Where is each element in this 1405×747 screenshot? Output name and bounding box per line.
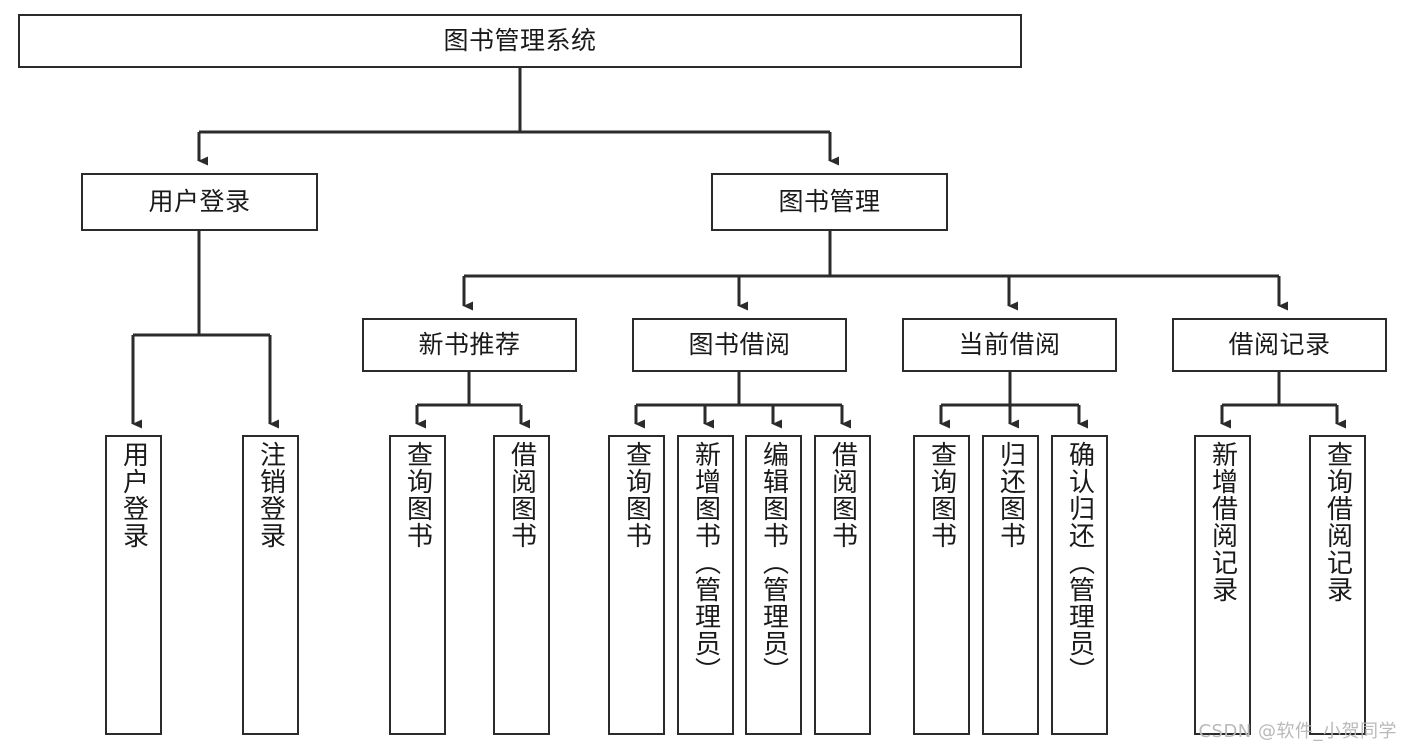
node-label: 查询图书 [621, 441, 652, 549]
node-label: 用户登录 [118, 441, 149, 549]
watermark-text: CSDN @软件_小贺同学 [1198, 721, 1397, 742]
leaf-borrow-book[interactable]: 借阅图书 [814, 435, 871, 735]
node-label: 图书借阅 [688, 329, 791, 359]
node-label: 用户登录 [148, 186, 251, 216]
node-label: 借阅图书 [827, 441, 858, 549]
node-label: 注销登录 [255, 441, 286, 549]
node-label: 当前借阅 [958, 329, 1061, 359]
leaf-add-borrow-record[interactable]: 新增借阅记录 [1194, 435, 1251, 735]
node-label: 图书管理系统 [443, 25, 597, 55]
leaf-confirm-return[interactable]: 确认归还（管理员） [1051, 435, 1108, 735]
node-label: 借阅记录 [1228, 329, 1331, 359]
node-book-manage[interactable]: 图书管理 [711, 173, 948, 231]
leaf-query-borrow-record[interactable]: 查询借阅记录 [1309, 435, 1366, 735]
leaf-add-book[interactable]: 新增图书（管理员） [677, 435, 734, 735]
leaf-query-book-recommend[interactable]: 查询图书 [389, 435, 446, 735]
node-new-book-recommend[interactable]: 新书推荐 [362, 318, 577, 372]
node-label: 新增图书（管理员） [690, 441, 721, 684]
node-label: 新增借阅记录 [1207, 441, 1238, 603]
node-label: 图书管理 [778, 186, 881, 216]
node-user-login[interactable]: 用户登录 [81, 173, 318, 231]
leaf-query-book-current[interactable]: 查询图书 [913, 435, 970, 735]
node-label: 查询图书 [926, 441, 957, 549]
node-label: 确认归还（管理员） [1064, 441, 1095, 684]
node-label: 新书推荐 [418, 329, 521, 359]
node-label: 查询图书 [402, 441, 433, 549]
node-label: 编辑图书（管理员） [758, 441, 789, 684]
node-borrow-record[interactable]: 借阅记录 [1172, 318, 1387, 372]
node-book-borrow[interactable]: 图书借阅 [632, 318, 847, 372]
leaf-borrow-book-recommend[interactable]: 借阅图书 [493, 435, 550, 735]
leaf-user-login[interactable]: 用户登录 [105, 435, 162, 735]
node-current-borrow[interactable]: 当前借阅 [902, 318, 1117, 372]
node-label: 归还图书 [995, 441, 1026, 549]
node-label: 查询借阅记录 [1322, 441, 1353, 603]
leaf-logout-login[interactable]: 注销登录 [242, 435, 299, 735]
leaf-query-book-borrow[interactable]: 查询图书 [608, 435, 665, 735]
node-root-system[interactable]: 图书管理系统 [18, 14, 1022, 68]
node-label: 借阅图书 [506, 441, 537, 549]
leaf-return-book[interactable]: 归还图书 [982, 435, 1039, 735]
leaf-edit-book[interactable]: 编辑图书（管理员） [745, 435, 802, 735]
